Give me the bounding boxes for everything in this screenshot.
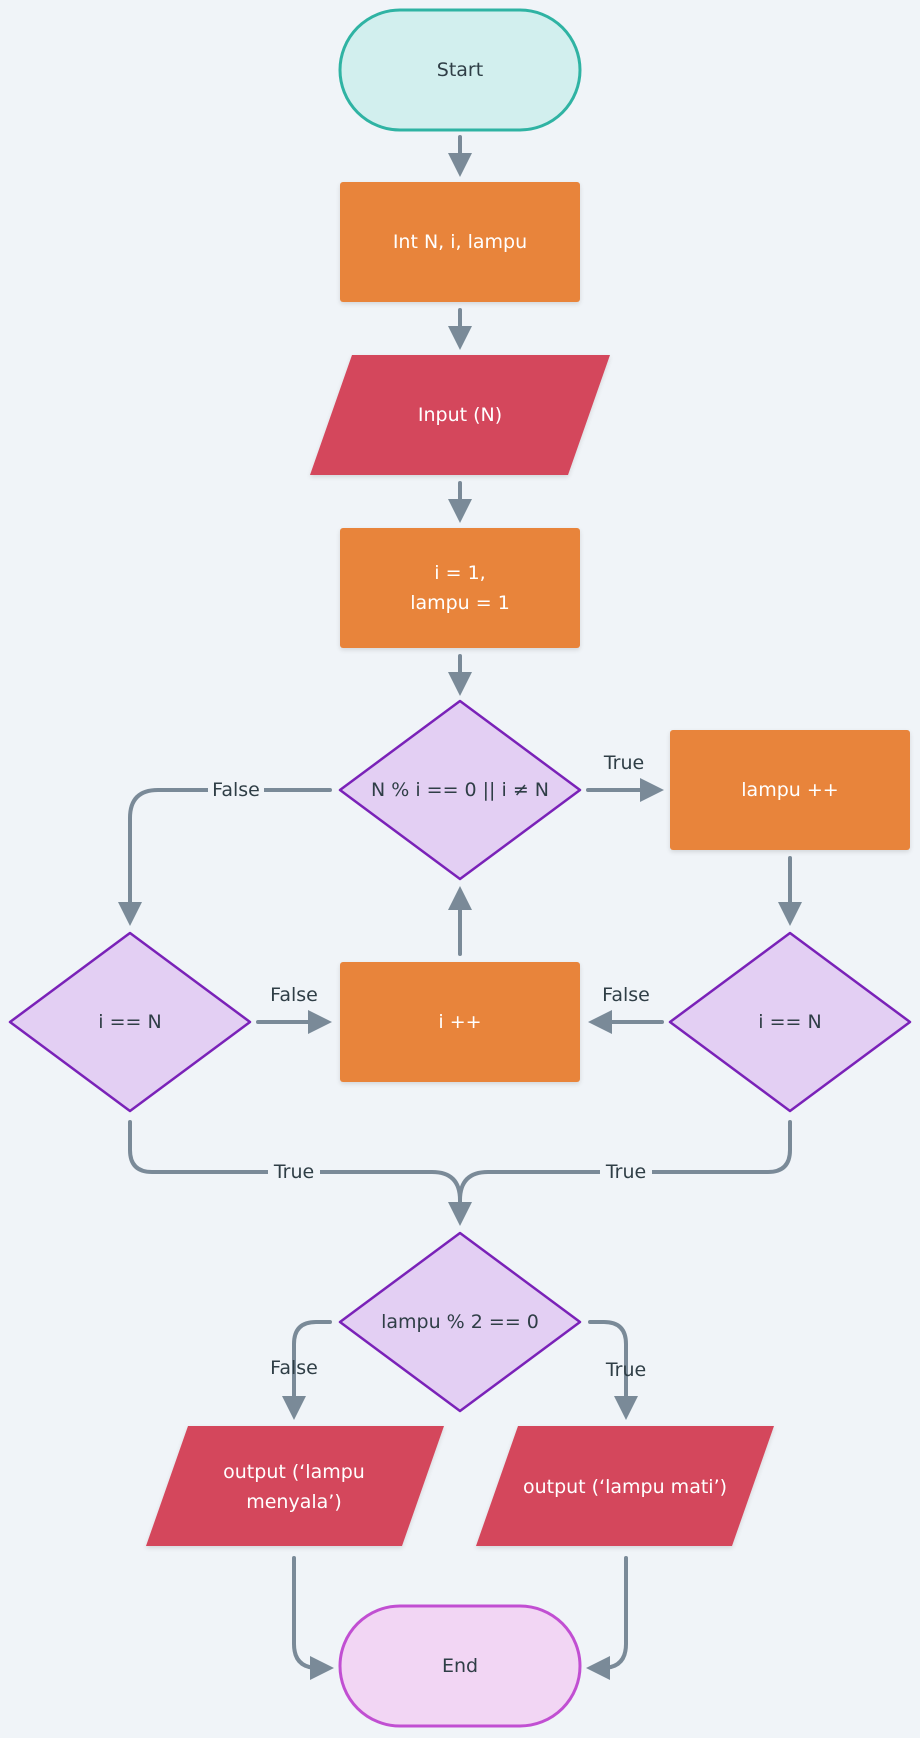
node-declare: Int N, i, lampu (340, 182, 580, 302)
edge-check-false (118, 788, 332, 926)
edge-label-right-true: True (605, 1161, 646, 1183)
node-lampu-inc-label: lampu ++ (741, 779, 838, 801)
node-i-eq-n-right: i == N (668, 931, 912, 1113)
edge-label-left-true: True (273, 1161, 314, 1183)
node-input-label: Input (N) (418, 404, 502, 426)
node-check-label: N % i == 0 || i ≠ N (371, 779, 549, 801)
edge-right-true (458, 1120, 792, 1202)
node-i-inc-label: i ++ (438, 1011, 481, 1033)
node-init-label-line2: lampu = 1 (410, 592, 510, 614)
edge-out-on-to-end (292, 1556, 334, 1680)
edge-label-check-true: True (603, 752, 644, 774)
edge-parity-true (588, 1320, 638, 1420)
node-i-eq-n-left: i == N (8, 931, 252, 1113)
edge-label-right-false: False (602, 984, 650, 1006)
edge-label-parity-true: True (605, 1359, 646, 1381)
edge-label-parity-false: False (270, 1357, 318, 1379)
node-output-on-label-line2: menyala’) (246, 1491, 342, 1513)
node-start-label: Start (437, 59, 483, 81)
node-lampu-inc: lampu ++ (670, 730, 910, 850)
node-init-label-line1: i = 1, (434, 562, 485, 584)
connectors (118, 135, 802, 1680)
node-end: End (338, 1604, 582, 1728)
node-i-eq-n-left-label: i == N (98, 1011, 161, 1033)
edge-parity-false (282, 1320, 332, 1420)
node-parity-label: lampu % 2 == 0 (381, 1311, 539, 1333)
edge-label-check-false: False (212, 779, 260, 801)
node-start: Start (338, 8, 582, 132)
node-output-off-label: output (‘lampu mati’) (523, 1476, 727, 1498)
node-input: Input (N) (310, 355, 610, 475)
node-declare-label: Int N, i, lampu (393, 231, 527, 253)
node-parity-decision: lampu % 2 == 0 (338, 1231, 582, 1413)
node-output-off: output (‘lampu mati’) (476, 1426, 774, 1546)
edge-label-left-false: False (270, 984, 318, 1006)
node-end-label: End (442, 1655, 478, 1677)
node-output-on-label-line1: output (‘lampu (223, 1461, 365, 1483)
node-i-inc: i ++ (340, 962, 580, 1082)
edge-out-off-to-end (586, 1556, 628, 1680)
node-output-on: output (‘lampu menyala’) (146, 1426, 444, 1546)
node-i-eq-n-right-label: i == N (758, 1011, 821, 1033)
node-init: i = 1, lampu = 1 (340, 528, 580, 648)
node-check-decision: N % i == 0 || i ≠ N (338, 699, 582, 881)
edge-labels: False True False False True True False T… (208, 752, 652, 1381)
